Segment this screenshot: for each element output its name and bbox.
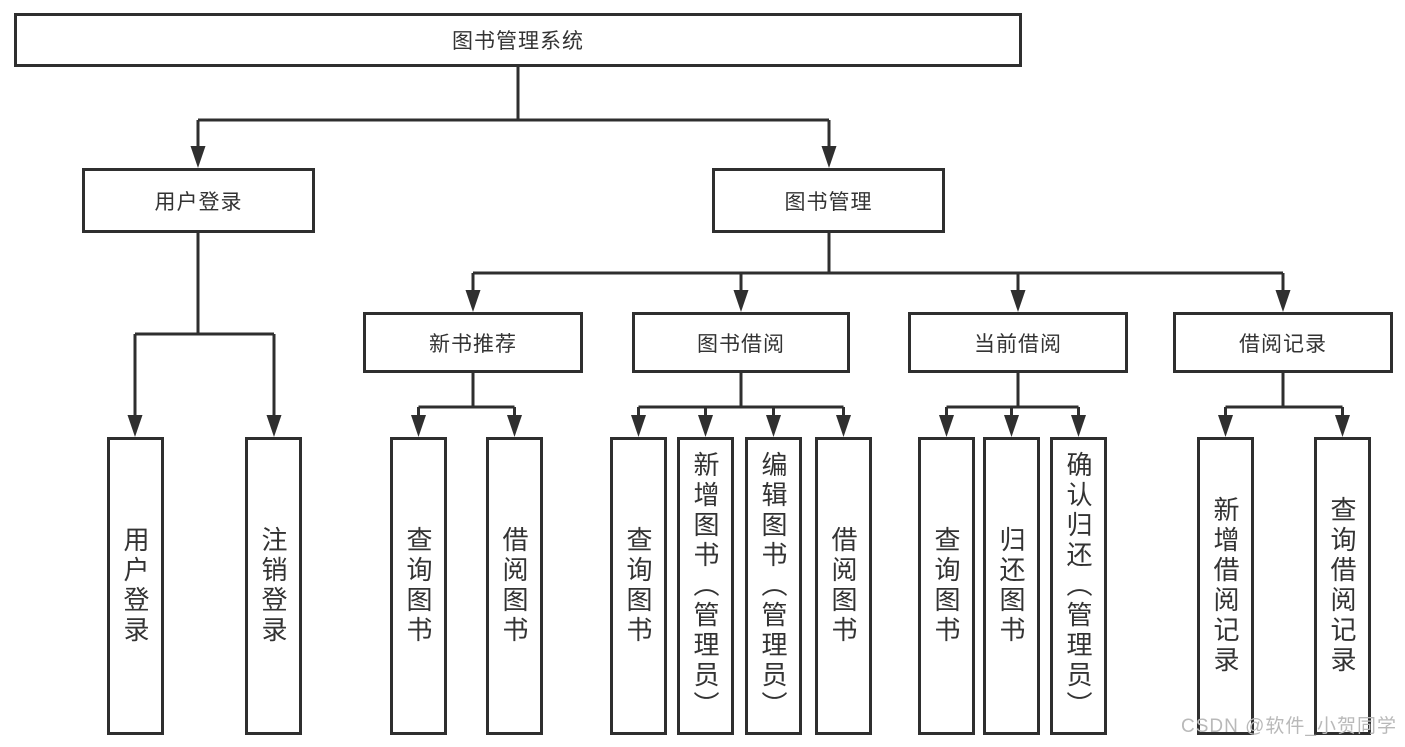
arrowhead-icon <box>836 415 851 437</box>
node-label: 图书管理系统 <box>452 30 584 53</box>
arrowhead-icon <box>507 415 522 437</box>
leaf-confirm-return-admin: 确认归还（管理员） <box>1050 437 1107 735</box>
leaf-label: 新增借阅记录 <box>1210 496 1240 676</box>
leaf-add-borrow-record: 新增借阅记录 <box>1197 437 1254 735</box>
arrowhead-icon <box>1010 290 1026 312</box>
leaf-label: 归还图书 <box>996 526 1026 646</box>
leaf-return-books: 归还图书 <box>983 437 1040 735</box>
arrowhead-icon <box>939 415 954 437</box>
leaf-user-login: 用户登录 <box>107 437 164 735</box>
leaf-logout: 注销登录 <box>245 437 302 735</box>
leaf-search-books-recommend: 查询图书 <box>390 437 447 735</box>
leaf-label: 查询图书 <box>931 526 961 646</box>
node-borrowing-records: 借阅记录 <box>1173 312 1393 373</box>
leaf-label: 借阅图书 <box>828 526 858 646</box>
arrowhead-icon <box>1335 415 1350 437</box>
node-label: 图书管理 <box>784 190 873 214</box>
leaf-label: 确认归还（管理员） <box>1063 451 1093 721</box>
leaf-label: 用户登录 <box>120 526 150 646</box>
leaf-label: 查询图书 <box>623 526 653 646</box>
leaf-label: 编辑图书（管理员） <box>758 451 788 721</box>
leaf-borrow-books-recommend: 借阅图书 <box>486 437 543 735</box>
leaf-label: 查询借阅记录 <box>1327 496 1357 676</box>
node-label: 借阅记录 <box>1239 332 1327 356</box>
arrowhead-icon <box>766 415 781 437</box>
leaf-label: 新增图书（管理员） <box>690 451 720 721</box>
arrowhead-icon <box>631 415 646 437</box>
node-library-management-system: 图书管理系统 <box>14 13 1022 67</box>
node-current-borrowing: 当前借阅 <box>908 312 1128 373</box>
node-user-login: 用户登录 <box>82 168 315 233</box>
arrowhead-icon <box>1004 415 1019 437</box>
arrowhead-icon <box>698 415 713 437</box>
node-label: 新书推荐 <box>429 332 517 356</box>
arrowhead-icon <box>1071 415 1086 437</box>
leaf-search-books-current: 查询图书 <box>918 437 975 735</box>
arrowhead-icon <box>266 415 282 437</box>
leaf-search-borrow-record: 查询借阅记录 <box>1314 437 1371 735</box>
node-new-book-recommendation: 新书推荐 <box>363 312 583 373</box>
leaf-search-books-borrow: 查询图书 <box>610 437 667 735</box>
watermark: CSDN @软件_小贺同学 <box>1181 716 1397 737</box>
arrowhead-icon <box>411 415 426 437</box>
leaf-borrow-books: 借阅图书 <box>815 437 872 735</box>
arrowhead-icon <box>465 290 481 312</box>
arrowhead-icon <box>190 146 206 168</box>
node-book-borrowing: 图书借阅 <box>632 312 850 373</box>
leaf-edit-books-admin: 编辑图书（管理员） <box>745 437 802 735</box>
node-book-management: 图书管理 <box>712 168 945 233</box>
arrowhead-icon <box>733 290 749 312</box>
arrowhead-icon <box>127 415 143 437</box>
node-label: 图书借阅 <box>697 332 785 356</box>
arrowhead-icon <box>1218 415 1233 437</box>
leaf-label: 借阅图书 <box>499 526 529 646</box>
arrowhead-icon <box>1275 290 1291 312</box>
arrowhead-icon <box>821 146 837 168</box>
leaf-label: 注销登录 <box>258 526 288 646</box>
node-label: 用户登录 <box>154 190 243 214</box>
leaf-label: 查询图书 <box>403 526 433 646</box>
node-label: 当前借阅 <box>974 332 1062 356</box>
leaf-add-books-admin: 新增图书（管理员） <box>677 437 734 735</box>
